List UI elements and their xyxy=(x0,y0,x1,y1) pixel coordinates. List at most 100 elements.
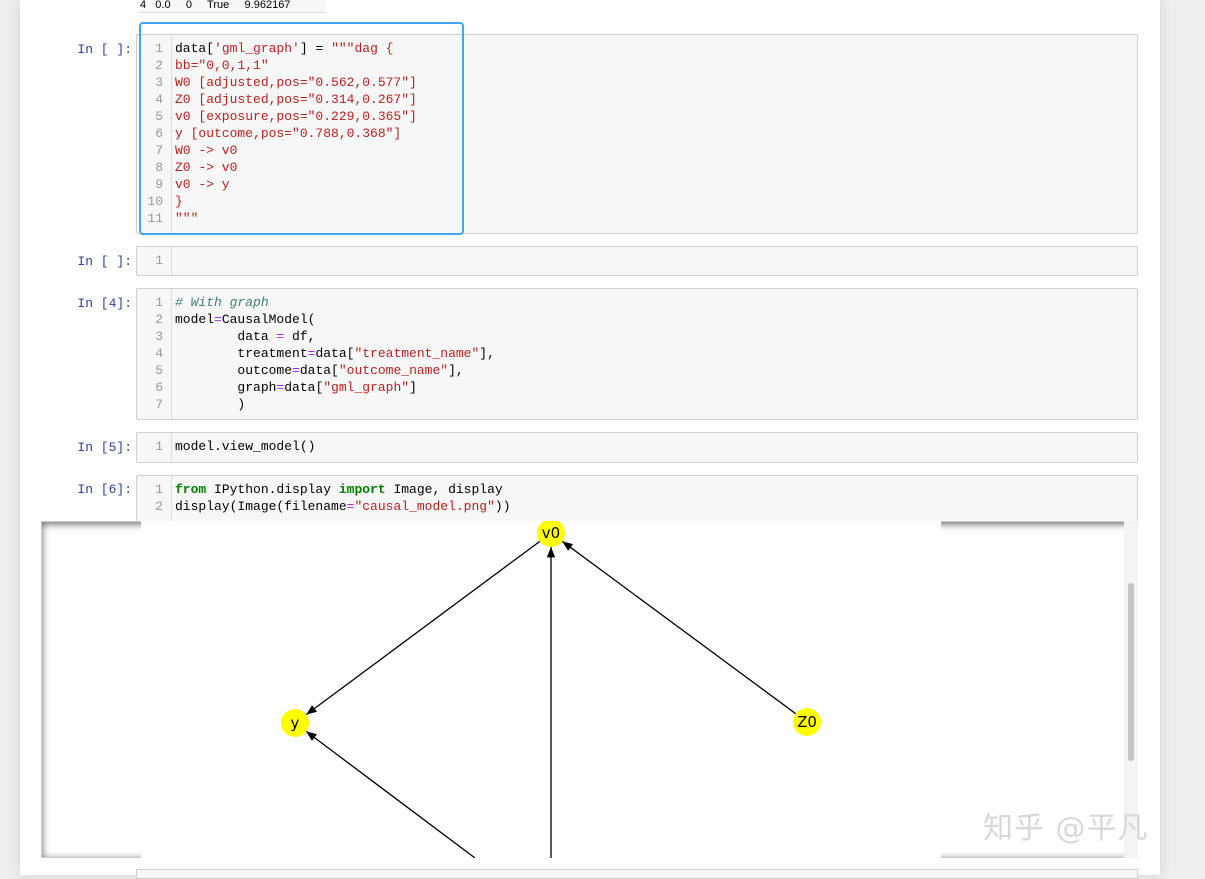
code-line[interactable]: 2 display(Image(filename="causal_model.pn… xyxy=(137,498,1137,515)
code-token: data[ xyxy=(315,346,355,361)
code-text: # With graph xyxy=(171,294,269,311)
code-line[interactable]: 5 v0 [exposure,pos="0.229,0.365"] xyxy=(137,108,1137,125)
line-number: 5 xyxy=(155,109,163,124)
code-token: ] = xyxy=(299,41,332,56)
line-number: 9 xyxy=(155,177,163,192)
line-number: 7 xyxy=(155,143,163,158)
code-token: y [outcome,pos="0.788,0.368"] xyxy=(175,126,402,141)
line-number: 4 xyxy=(155,346,163,361)
dataframe-output-row: 4 0.0 0 True 9.962167 xyxy=(140,0,326,13)
code-token: model xyxy=(175,312,215,327)
code-line[interactable]: 9 v0 -> y xyxy=(137,176,1137,193)
code-cell-empty[interactable]: 1 xyxy=(136,246,1138,276)
code-token: outcome xyxy=(175,363,293,378)
line-number-gutter xyxy=(137,476,172,521)
line-number: 10 xyxy=(147,194,163,209)
code-text: Z0 [adjusted,pos="0.314,0.267"] xyxy=(171,91,417,108)
code-line[interactable]: 4 treatment=data["treatment_name"], xyxy=(137,345,1137,362)
code-token: """dag { xyxy=(331,41,394,56)
code-line[interactable]: 4 Z0 [adjusted,pos="0.314,0.267"] xyxy=(137,91,1137,108)
code-editor[interactable]: 1 xyxy=(137,252,1137,269)
code-token: model.view_model() xyxy=(175,439,316,454)
code-text: Z0 -> v0 xyxy=(171,159,237,176)
line-number: 2 xyxy=(155,312,163,327)
code-text: model=CausalModel( xyxy=(171,311,315,328)
code-token: from xyxy=(175,482,207,497)
code-token: v0 [exposure,pos="0.229,0.365"] xyxy=(175,109,417,124)
code-text: """ xyxy=(171,210,198,227)
code-line[interactable]: 7 ) xyxy=(137,396,1137,413)
code-token: } xyxy=(175,194,183,209)
code-token: data[ xyxy=(284,380,324,395)
code-line[interactable]: 8 Z0 -> v0 xyxy=(137,159,1137,176)
code-text: } xyxy=(171,193,183,210)
edge-below-left-to-y xyxy=(305,730,476,858)
code-token: data[ xyxy=(175,41,215,56)
code-text: W0 [adjusted,pos="0.562,0.577"] xyxy=(171,74,417,91)
line-number: 1 xyxy=(155,253,163,268)
code-token: 'gml_graph' xyxy=(214,41,300,56)
code-line[interactable]: 1 xyxy=(137,252,1137,269)
code-line[interactable]: 2 model=CausalModel( xyxy=(137,311,1137,328)
code-cell-next[interactable] xyxy=(136,869,1138,879)
code-text: v0 -> y xyxy=(171,176,230,193)
code-token: = xyxy=(214,312,222,327)
scrollbar-thumb[interactable] xyxy=(1128,583,1134,761)
graph-node-y xyxy=(281,709,309,737)
graph-node-Z0 xyxy=(793,708,821,736)
code-token: "treatment_name" xyxy=(354,346,480,361)
line-number: 2 xyxy=(155,499,163,514)
code-text: model.view_model() xyxy=(171,438,315,455)
code-text: display(Image(filename="causal_model.png… xyxy=(171,498,511,515)
output-scrollbar[interactable] xyxy=(1124,521,1138,858)
code-token: import xyxy=(338,482,386,497)
code-token: )) xyxy=(494,499,511,514)
code-token: Image, display xyxy=(385,482,503,497)
code-text: outcome=data["outcome_name"], xyxy=(171,362,464,379)
line-number-gutter xyxy=(137,433,172,462)
code-token: = xyxy=(292,363,300,378)
watermark: 知乎 @平凡 xyxy=(983,811,1149,846)
code-token: "gml_graph" xyxy=(323,380,410,395)
code-token: W0 [adjusted,pos="0.562,0.577"] xyxy=(175,75,417,90)
code-token: graph xyxy=(175,380,277,395)
code-token: treatment xyxy=(175,346,308,361)
code-token: ] xyxy=(409,380,417,395)
code-line[interactable]: 5 outcome=data["outcome_name"], xyxy=(137,362,1137,379)
code-token: data xyxy=(175,329,277,344)
line-number: 11 xyxy=(147,211,163,226)
code-token: ], xyxy=(448,363,464,378)
code-line[interactable]: 3 data = df, xyxy=(137,328,1137,345)
code-text: graph=data["gml_graph"] xyxy=(171,379,417,396)
code-line[interactable]: 1# With graph xyxy=(137,294,1137,311)
code-token: display(Image(filename xyxy=(175,499,347,514)
code-line[interactable]: 6 graph=data["gml_graph"] xyxy=(137,379,1137,396)
code-text: bb="0,0,1,1" xyxy=(171,57,269,74)
code-token: v0 -> y xyxy=(175,177,230,192)
line-number: 8 xyxy=(155,160,163,175)
code-token: df, xyxy=(284,329,316,344)
code-line[interactable]: 10} xyxy=(137,193,1137,210)
code-line[interactable]: 11 """ xyxy=(137,210,1137,227)
cell-prompt: In [ ]: xyxy=(77,254,132,269)
edge-v0-to-y xyxy=(305,540,541,716)
line-number: 3 xyxy=(155,329,163,344)
code-token: # With graph xyxy=(175,295,269,310)
line-number: 4 xyxy=(155,92,163,107)
code-token: CausalModel( xyxy=(221,312,316,327)
